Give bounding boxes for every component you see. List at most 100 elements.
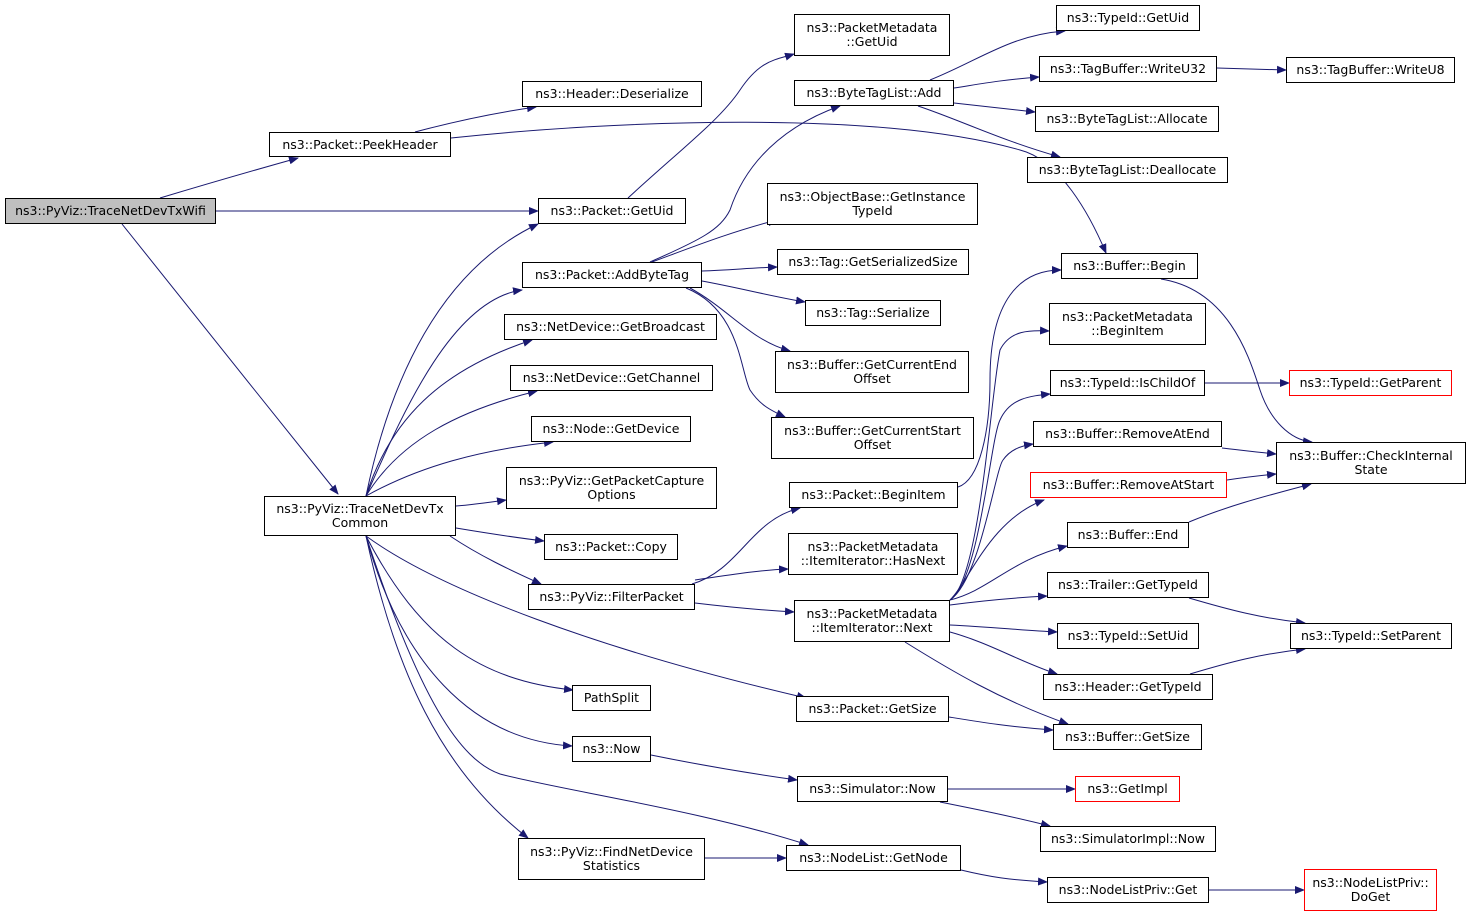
graph-node-label: Offset [853, 371, 891, 386]
graph-node-label: ::BeginItem [1091, 323, 1164, 338]
graph-node-ischildof[interactable]: ns3::TypeId::IsChildOf [1050, 370, 1205, 396]
graph-node-getuid[interactable]: ns3::Packet::GetUid [538, 198, 686, 224]
graph-node-label: ns3::Buffer::GetSize [1065, 729, 1190, 744]
graph-node-rmatstart[interactable]: ns3::Buffer::RemoveAtStart [1030, 472, 1227, 498]
graph-node-buf-getsize[interactable]: ns3::Buffer::GetSize [1053, 724, 1202, 750]
call-edge [939, 801, 1051, 828]
call-edge [649, 105, 841, 263]
graph-node-label: ns3::SimulatorImpl::Now [1050, 831, 1206, 846]
graph-node-label: ns3::Tag::GetSerializedSize [788, 254, 958, 269]
call-edge [957, 266, 1062, 488]
call-edge [685, 287, 786, 418]
graph-node-root[interactable]: ns3::PyViz::TraceNetDevTxWifi [5, 198, 216, 224]
graph-node-label: ns3::Trailer::GetTypeId [1058, 577, 1198, 592]
graph-node-buf-end[interactable]: ns3::Buffer::End [1067, 522, 1189, 548]
graph-node-label: ns3::Packet::AddByteTag [534, 267, 690, 282]
graph-node-btl-add[interactable]: ns3::ByteTagList::Add [794, 80, 954, 106]
graph-node-pkt-getsize[interactable]: ns3::Packet::GetSize [796, 696, 949, 722]
graph-node-label: ns3::NodeListPriv:: [1312, 875, 1429, 890]
call-edge [651, 218, 778, 263]
graph-node-nlp-doget[interactable]: ns3::NodeListPriv::DoGet [1304, 869, 1437, 911]
call-edge [414, 104, 537, 133]
graph-node-label: ns3::Node::GetDevice [542, 421, 680, 436]
graph-node-tag-getser[interactable]: ns3::Tag::GetSerializedSize [777, 249, 969, 275]
graph-node-pathsplit[interactable]: PathSplit [572, 685, 651, 711]
call-edge [365, 439, 554, 497]
call-edge [691, 506, 801, 585]
call-edge [701, 263, 778, 272]
graph-node-nd-chan[interactable]: ns3::NetDevice::GetChannel [510, 365, 713, 391]
graph-node-hasnext[interactable]: ns3::PacketMetadata::ItemIterator::HasNe… [788, 533, 958, 575]
call-edge [365, 287, 523, 497]
graph-node-label: ns3::ObjectBase::GetInstance [779, 189, 966, 204]
graph-node-btl-dealloc[interactable]: ns3::ByteTagList::Deallocate [1027, 157, 1228, 183]
graph-node-rmatend[interactable]: ns3::Buffer::RemoveAtEnd [1033, 421, 1222, 447]
graph-node-label: TypeId [852, 203, 893, 218]
call-edge [365, 389, 538, 497]
graph-node-label: ns3::NetDevice::GetChannel [522, 370, 701, 385]
call-edge [1188, 597, 1306, 626]
graph-node-tag-ser[interactable]: ns3::Tag::Serialize [805, 300, 941, 326]
graph-node-typeid-getuid[interactable]: ns3::TypeId::GetUid [1056, 5, 1200, 31]
call-edge [689, 287, 791, 353]
graph-node-next[interactable]: ns3::PacketMetadata::ItemIterator::Next [794, 600, 950, 642]
graph-node-nlp-get[interactable]: ns3::NodeListPriv::Get [1047, 877, 1209, 903]
call-edge [953, 73, 1040, 89]
graph-node-label: DoGet [1350, 889, 1391, 904]
graph-node-deserialize[interactable]: ns3::Header::Deserialize [522, 81, 702, 107]
graph-node-pm-beginitem[interactable]: ns3::PacketMetadata::BeginItem [1049, 303, 1206, 345]
graph-node-setuid[interactable]: ns3::TypeId::SetUid [1057, 623, 1199, 649]
graph-node-hdr-gettypeid[interactable]: ns3::Header::GetTypeId [1043, 674, 1213, 700]
graph-node-label: ns3::PyViz::FilterPacket [539, 589, 684, 604]
call-edge [949, 631, 1058, 676]
graph-node-filterpacket[interactable]: ns3::PyViz::FilterPacket [528, 584, 695, 610]
graph-node-getimpl[interactable]: ns3::GetImpl [1075, 776, 1180, 802]
graph-node-label: ns3::GetImpl [1087, 781, 1168, 796]
graph-node-node-getdev[interactable]: ns3::Node::GetDevice [531, 416, 691, 442]
graph-node-addbytetag[interactable]: ns3::Packet::AddByteTag [522, 262, 702, 288]
graph-node-label: ns3::PyViz::TraceNetDevTxWifi [15, 203, 206, 218]
graph-node-pkt-copy[interactable]: ns3::Packet::Copy [544, 534, 678, 560]
graph-node-label: ns3::TypeId::SetUid [1067, 628, 1189, 643]
graph-node-tb-writeu8[interactable]: ns3::TagBuffer::WriteU8 [1286, 57, 1455, 83]
graph-node-label: ns3::TypeId::GetParent [1299, 375, 1442, 390]
graph-node-typeid-getparent[interactable]: ns3::TypeId::GetParent [1289, 370, 1452, 396]
graph-node-peekheader[interactable]: ns3::Packet::PeekHeader [269, 132, 451, 157]
graph-node-label: ns3::Buffer::End [1077, 527, 1179, 542]
call-edge [627, 52, 795, 199]
graph-node-label: State [1354, 462, 1388, 477]
graph-node-simimpl-now[interactable]: ns3::SimulatorImpl::Now [1040, 826, 1216, 852]
graph-node-tb-writeu32[interactable]: ns3::TagBuffer::WriteU32 [1039, 56, 1217, 82]
graph-node-label: ns3::Buffer::GetCurrentEnd [787, 357, 957, 372]
graph-node-label: ns3::ByteTagList::Deallocate [1038, 162, 1217, 177]
graph-node-beginitem[interactable]: ns3::Packet::BeginItem [789, 482, 958, 508]
graph-node-pm-getuid[interactable]: ns3::PacketMetadata::GetUid [794, 14, 950, 56]
graph-node-nl-getnode[interactable]: ns3::NodeList::GetNode [786, 845, 961, 871]
graph-node-label: ns3::Simulator::Now [809, 781, 936, 796]
graph-node-nd-bcast[interactable]: ns3::NetDevice::GetBroadcast [504, 314, 717, 340]
graph-node-label: ns3::TypeId::SetParent [1300, 628, 1442, 643]
call-edge [1216, 65, 1287, 74]
call-edge [1226, 470, 1277, 481]
graph-node-label: ns3::PacketMetadata [1062, 309, 1193, 324]
graph-node-label: ::ItemIterator::Next [811, 620, 933, 635]
call-edge [1221, 447, 1277, 458]
graph-node-sim-now[interactable]: ns3::Simulator::Now [797, 776, 948, 802]
call-edge [365, 535, 574, 694]
call-edge [701, 280, 806, 305]
graph-node-setparent[interactable]: ns3::TypeId::SetParent [1290, 623, 1452, 649]
graph-node-now[interactable]: ns3::Now [572, 736, 651, 762]
graph-node-tr-gettypeid[interactable]: ns3::Trailer::GetTypeId [1047, 572, 1209, 598]
graph-node-label: ns3::NodeListPriv::Get [1058, 882, 1198, 897]
graph-node-buf-begin[interactable]: ns3::Buffer::Begin [1061, 253, 1198, 279]
graph-node-btl-alloc[interactable]: ns3::ByteTagList::Allocate [1035, 106, 1219, 132]
graph-node-label: ns3::TagBuffer::WriteU8 [1296, 62, 1445, 77]
